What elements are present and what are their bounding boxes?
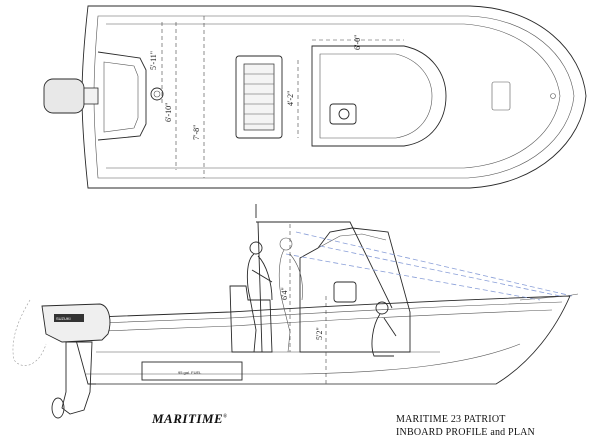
profile-view: 95 gal. FUEL 6'4" 5'2" [12,204,579,419]
profile-console-door [333,281,357,303]
profile-propeller [51,397,65,419]
caption-line-2: INBOARD PROFILE and PLAN [396,427,535,438]
plan-helm-seat [329,103,357,125]
plan-console-inner [319,53,433,139]
plan-deck-line [106,23,561,169]
profile-outboard-engine [41,303,111,343]
person-standing-helm-2 [278,237,303,353]
plan-seat-cushion [243,63,275,131]
profile-t-top [256,221,393,309]
dim-beam-top: 5'-11" [149,51,158,70]
plan-bait-well-inner [153,90,161,98]
plan-outboard-engine [43,78,85,114]
dim-beam-max: 7'-8" [192,125,201,140]
person-seated-cabin [371,301,397,357]
person-standing-helm [246,241,273,353]
dim-headroom: 6'4" [280,287,289,300]
profile-bow-rail [519,293,579,301]
dim-console-width: 4'-2" [286,91,295,106]
fuel-tank-label: 95 gal. FUEL [178,370,202,375]
profile-console [299,227,411,353]
fuel-tank [141,361,243,381]
plan-view: 5'-11" 6'-10" 7'-8" 4'-2" 6'-0" [43,5,587,189]
plan-steering-wheel [338,108,350,120]
caption-line-1: MARITIME 23 PATRIOT [396,414,506,425]
plan-bow-hatch [491,81,511,111]
profile-hull [69,295,571,385]
engine-brand-decal [54,314,84,322]
plan-motor-well [97,51,147,141]
engine-brand-label: SUZUKI [56,316,71,321]
plan-outboard-bracket [83,87,99,105]
dim-cabin-height: 5'2" [315,327,324,340]
plan-bait-well [150,87,164,101]
dim-beam-mid: 6'-10" [164,103,173,122]
maritime-logo: MARITIME® [152,411,228,426]
profile-engine-tilt-ghost [12,299,47,366]
profile-sheer-line [73,301,563,325]
plan-cleat [550,93,556,99]
profile-chine [86,343,521,375]
profile-leaning-post [229,285,273,353]
plan-motor-well-inner [103,61,139,133]
plan-console [311,45,447,147]
profile-windshield [317,233,387,249]
profile-outboard-leg [61,341,93,415]
plan-leaning-post [235,55,283,139]
dim-console-length: 6'-0" [353,35,362,50]
